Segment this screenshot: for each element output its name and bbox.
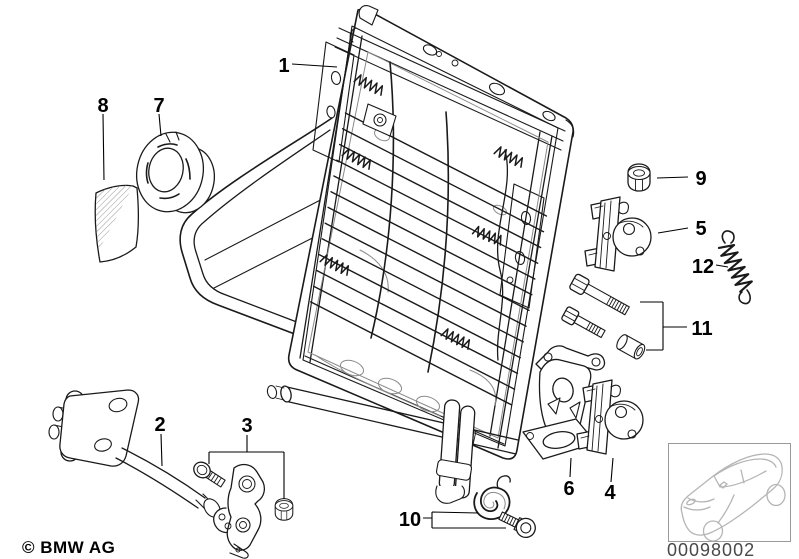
part-7-ring-drawing	[136, 131, 215, 214]
callout-6[interactable]: 6	[563, 478, 574, 500]
callout-12[interactable]: 12	[692, 256, 714, 278]
part-8-pad-drawing	[94, 184, 140, 263]
part-10-group-drawing	[473, 475, 536, 539]
part-5-hinge-drawing	[584, 196, 652, 272]
callout-9[interactable]: 9	[695, 168, 706, 190]
part-2-bracket-drawing	[48, 389, 221, 518]
callout-4[interactable]: 4	[604, 482, 616, 504]
part-6-bracket-drawing	[522, 345, 606, 460]
callout-11[interactable]: 11	[691, 318, 712, 340]
callout-2[interactable]: 2	[154, 414, 165, 436]
part-3-group-drawing	[193, 461, 294, 559]
part-11-group-drawing	[561, 273, 646, 360]
recliner-extension	[435, 399, 476, 504]
image-number: 00098002	[667, 540, 755, 559]
part-9-nut-drawing	[627, 163, 651, 192]
part-12-spring-drawing	[716, 230, 755, 305]
callout-10[interactable]: 10	[399, 509, 421, 531]
copyright-text: © BMW AG	[22, 538, 115, 557]
leader-lines	[102, 63, 729, 529]
bmw-sedan-outline-icon	[680, 453, 786, 542]
callout-7[interactable]: 7	[153, 95, 164, 117]
part-3-nut	[274, 498, 294, 521]
lumbar-wire-grid	[310, 112, 548, 406]
callout-5[interactable]: 5	[695, 218, 706, 240]
car-thumbnail-box	[668, 443, 791, 542]
part-4-hinge-drawing	[576, 379, 644, 455]
backrest-frame-drawing	[179, 5, 575, 504]
callout-3[interactable]: 3	[241, 415, 252, 437]
callout-labels: 1 2 3 4 5 6 7 8 9 10 11 12	[97, 55, 714, 531]
callout-8[interactable]: 8	[97, 95, 108, 117]
callout-1[interactable]: 1	[278, 55, 289, 77]
